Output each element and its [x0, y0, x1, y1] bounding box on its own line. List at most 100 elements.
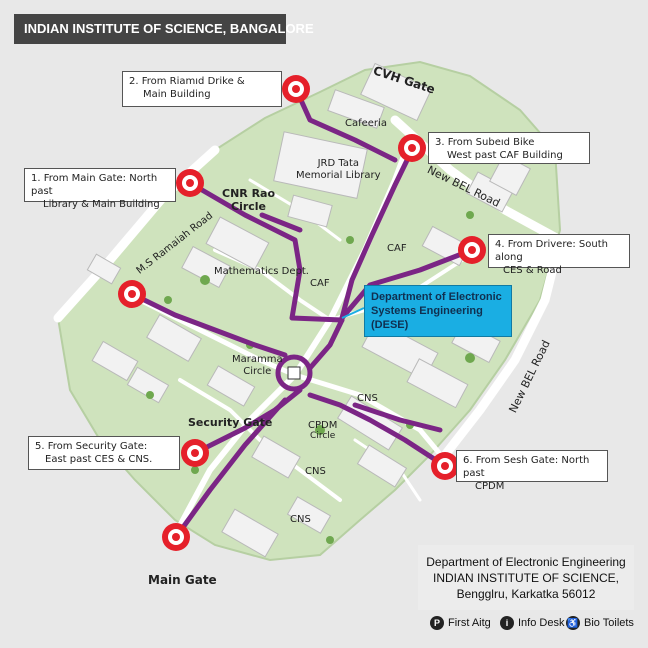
label-cnr-rao-line-1: CNR Rao — [222, 187, 276, 200]
building-cafteria — [287, 194, 333, 228]
road-inner-south — [178, 378, 342, 502]
route-main — [173, 397, 288, 540]
route-center-link — [307, 317, 345, 371]
callout-2-line-2: Main Building — [143, 89, 211, 100]
dese-line-3: (DESE) — [371, 319, 409, 331]
marker-1[interactable] — [176, 169, 204, 197]
dese-line-1: Department of Electronic — [371, 291, 502, 303]
callout-6-line-2: CPDM — [475, 481, 505, 492]
route-west — [129, 291, 288, 358]
building-cpdm-2 — [356, 444, 408, 488]
marker-3[interactable] — [398, 134, 426, 162]
route-1 — [187, 180, 345, 323]
legend: P First Aitg i Info Desk ♿ Bio Toilets — [426, 616, 636, 634]
legend-first-aid: P First Aitg — [430, 616, 491, 630]
building-cvh — [360, 62, 432, 122]
road-east — [292, 372, 448, 463]
info-line-2: INDIAN INSTITUTE OF SCIENCE, — [432, 571, 619, 585]
label-cnr-rao-line-2: Circle — [231, 200, 267, 213]
label-maramma-line-2: Circle — [243, 366, 272, 377]
building-cns-2 — [406, 358, 469, 409]
legend-toilets-label: Bio Toilets — [584, 617, 634, 629]
marker-main-gate[interactable] — [162, 523, 190, 551]
marker-west[interactable] — [118, 280, 146, 308]
dese-line-2: Systems Engineering — [371, 305, 483, 317]
legend-info-desk-label: Info Desk — [518, 617, 565, 629]
legend-first-aid-label: First Aitg — [448, 617, 491, 629]
route-markers — [118, 75, 486, 551]
label-cnr-rao-circle: CNR Rao Circle — [222, 187, 275, 213]
label-maramma-line-1: Maramma — [232, 354, 283, 365]
building-west-2 — [146, 314, 202, 362]
label-security-gate: Security Gate — [188, 416, 273, 429]
label-cpdm-line-2: Circle — [310, 431, 336, 441]
legend-toilets: ♿ Bio Toilets — [566, 616, 634, 630]
info-icon: i — [500, 616, 514, 630]
building-central-1 — [206, 365, 256, 407]
label-jrd-tata-line-2: Memorial Library — [296, 170, 381, 181]
wheelchair-icon: ♿ — [566, 616, 580, 630]
callout-1-line-1: 1. From Main Gate: North past — [31, 173, 158, 197]
marker-5[interactable] — [181, 439, 209, 467]
label-caf-mid: CAF — [310, 278, 330, 289]
marker-2[interactable] — [282, 75, 310, 103]
info-line-1: Department of Electronic Engineering — [426, 555, 626, 569]
callout-5: 5. From Security Gate: East past CES & C… — [28, 436, 180, 470]
route-cns — [352, 402, 443, 433]
callout-5-line-1: 5. From Security Gate: — [35, 441, 148, 452]
building-library — [273, 131, 368, 199]
callout-3: 3. From Subeıd Bike West past CAF Buildi… — [428, 132, 590, 164]
buildings — [86, 62, 531, 558]
marker-4[interactable] — [458, 236, 486, 264]
callout-4-line-1: 4. From Drivere: South along — [495, 239, 608, 263]
map-title: INDIAN INSTITUTE OF SCIENCE, BANGALORE — [14, 14, 314, 44]
maramma-circle-ring — [275, 354, 313, 392]
label-cns-mid: CNS — [305, 466, 326, 477]
building-mathematics — [205, 216, 270, 271]
label-caf-upper: CAF — [387, 243, 407, 254]
building-west-1 — [181, 245, 231, 289]
callout-5-line-2: East past CES & CNS. — [45, 454, 153, 465]
marker-6[interactable] — [431, 452, 459, 480]
destination-dese[interactable]: Department of Electronic Systems Enginee… — [364, 285, 512, 337]
route-6 — [307, 392, 448, 469]
label-jrd-tata-line-1: JRD Tata — [317, 158, 359, 169]
callout-6: 6. From Sesh Gate: North past CPDM — [456, 450, 608, 492]
building-cafeteria — [327, 89, 385, 129]
building-west-3 — [91, 340, 139, 382]
new-bel-road-right — [440, 235, 565, 460]
dese-pointer — [341, 307, 365, 319]
building-cns-low — [221, 508, 279, 558]
label-cafeteria: Cafeeria — [345, 118, 387, 129]
building-cns-mid — [251, 435, 301, 479]
route-2 — [293, 86, 398, 163]
road-south — [172, 372, 298, 538]
label-main-gate: Main Gate — [148, 573, 217, 587]
label-cpdm-line-1: CPDM — [308, 420, 338, 431]
building-west-4 — [126, 366, 170, 404]
routes — [129, 86, 475, 540]
building-south-1 — [286, 496, 332, 534]
maramma-circle-monument — [287, 366, 301, 380]
callout-1-line-2: Library & Main Building — [43, 199, 160, 210]
callout-2: 2. From Riamıd Drike & Main Building — [122, 71, 282, 107]
callout-4: 4. From Drivere: South along CES & Road — [488, 234, 630, 276]
label-cns-right: CNS — [357, 393, 378, 404]
label-maramma-circle: Maramma Circle — [232, 354, 283, 378]
callout-1: 1. From Main Gate: North past Library & … — [24, 168, 176, 210]
label-jrd-tata: JRD Tata Memorial Library — [296, 158, 381, 182]
info-line-3: Bengglru, Karkatka 56012 — [456, 587, 596, 601]
legend-info-desk: i Info Desk — [500, 616, 564, 630]
info-panel: Department of Electronic Engineering IND… — [418, 545, 634, 610]
callout-3-line-2: West past CAF Building — [447, 150, 563, 161]
label-cns-low: CNS — [290, 514, 311, 525]
route-3 — [339, 147, 415, 321]
route-4 — [339, 247, 475, 321]
label-cpdm-circle: CPDM Circle — [308, 420, 337, 442]
route-1-spur — [259, 212, 303, 233]
callout-2-line-1: 2. From Riamıd Drike & — [129, 76, 245, 87]
callout-4-line-2: CES & Road — [503, 265, 562, 276]
building-far-west — [86, 253, 122, 285]
